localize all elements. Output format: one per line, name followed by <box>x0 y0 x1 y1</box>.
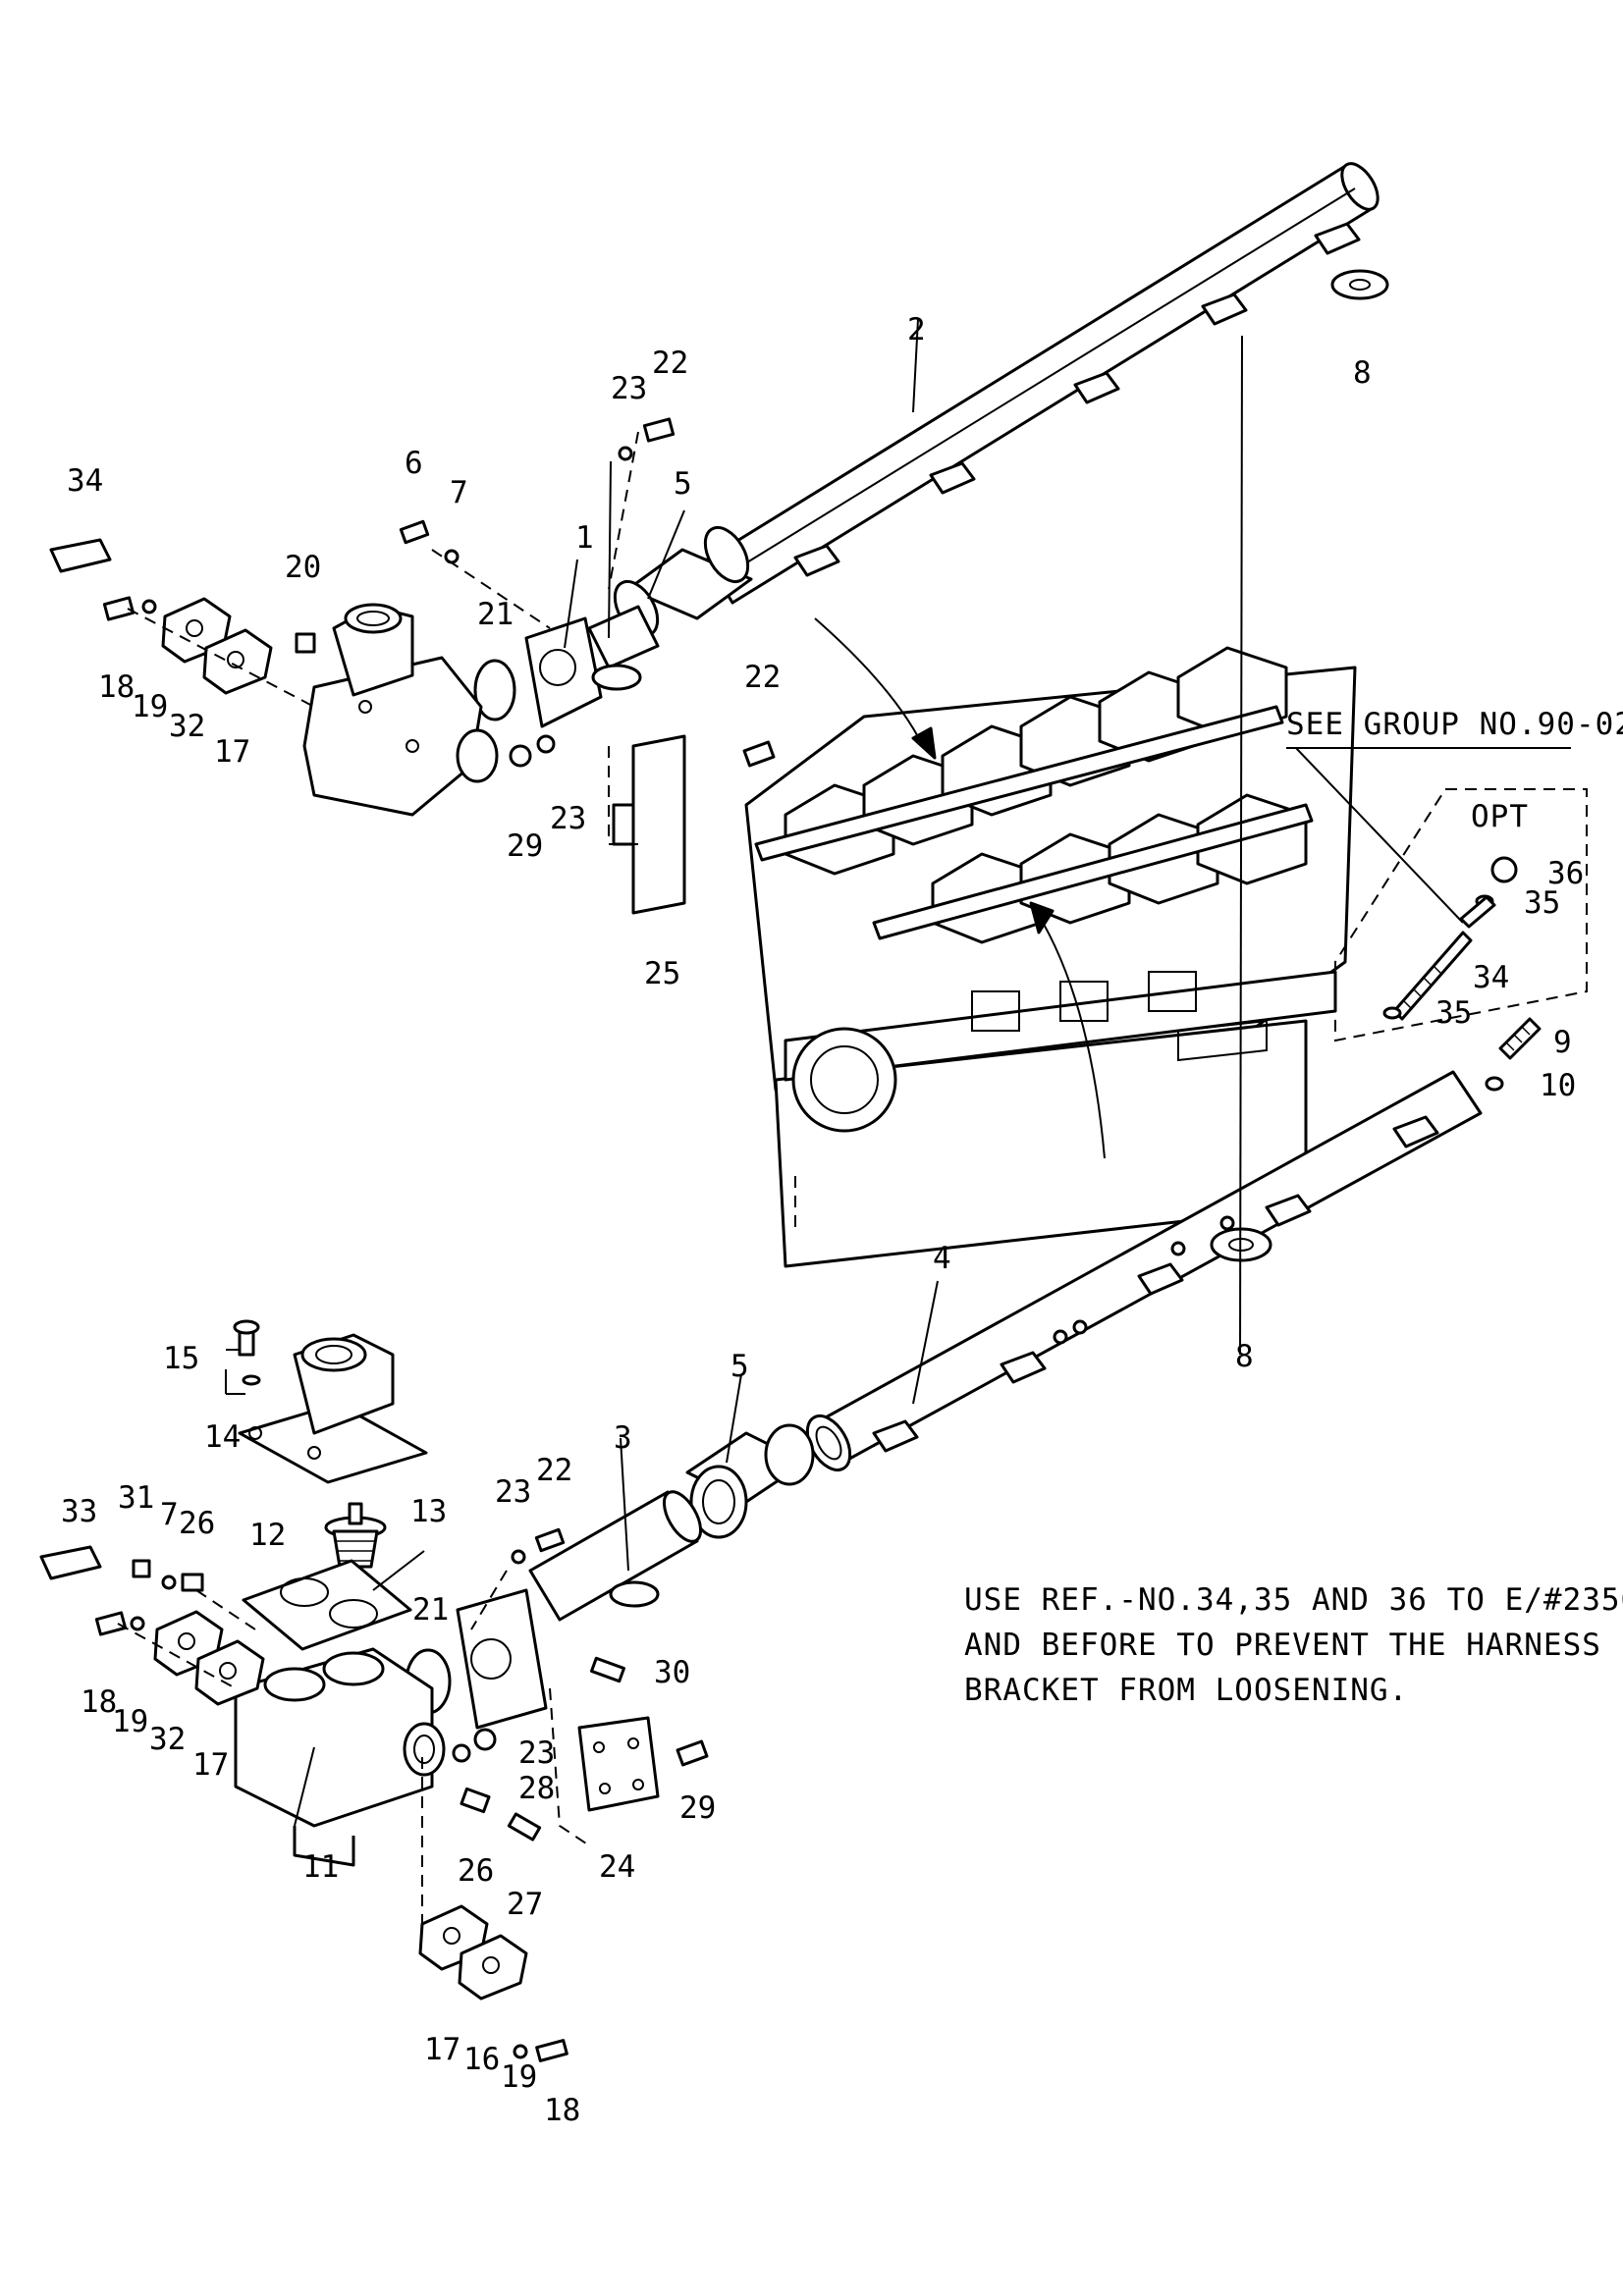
installation-arrows <box>814 617 1106 1159</box>
thermostat-housing-11 <box>234 1647 446 1867</box>
callout-13: 13 <box>410 1494 447 1529</box>
upper-thermostat-housing <box>302 603 499 817</box>
callout-23-upper: 23 <box>611 371 647 406</box>
lower-coupling <box>685 1423 815 1539</box>
note-line-3: BRACKET FROM LOOSENING. <box>964 1673 1408 1708</box>
thermostat-12 <box>324 1502 387 1569</box>
note-line-1: USE REF.-NO.34,35 AND 36 TO E/#23563 <box>964 1582 1623 1618</box>
callout-18-lower: 18 <box>81 1684 117 1720</box>
lower-small-fittings <box>39 1527 709 2062</box>
callout-12: 12 <box>249 1518 286 1553</box>
callout-24: 24 <box>599 1849 635 1885</box>
bracket-25 <box>612 734 686 915</box>
callout-22-upper: 22 <box>652 346 688 381</box>
callout-19-bottom: 19 <box>501 2059 537 2095</box>
lower-gaskets <box>153 1610 528 2001</box>
callout-34-option: 34 <box>1473 960 1509 995</box>
bolt-9-washer-10 <box>1485 1017 1542 1092</box>
callout-22-mid: 22 <box>744 660 781 695</box>
upper-small-fittings <box>49 417 776 768</box>
callout-27: 27 <box>507 1887 543 1922</box>
upper-gaskets <box>161 597 273 695</box>
lower-outlet-pipe <box>456 1490 703 1730</box>
callout-21-lower: 21 <box>412 1592 449 1628</box>
callout-2: 2 <box>907 312 926 347</box>
callout-7-lower: 7 <box>160 1497 179 1532</box>
callout-16: 16 <box>463 2042 500 2077</box>
callout-36: 36 <box>1547 856 1584 891</box>
callout-29-upper: 29 <box>507 828 543 864</box>
callout-20: 20 <box>285 550 321 585</box>
see-group-callout <box>1286 747 1588 1042</box>
callout-17-lower: 17 <box>192 1747 229 1783</box>
callout-31: 31 <box>118 1480 154 1516</box>
callout-4: 4 <box>933 1241 951 1276</box>
callout-1: 1 <box>575 520 594 556</box>
lower-assembly-lines <box>117 1570 590 1924</box>
callout-7-upper: 7 <box>450 475 468 510</box>
bolt-15 <box>233 1319 261 1386</box>
callout-33: 33 <box>61 1494 97 1529</box>
callout-22-lower: 22 <box>536 1453 572 1488</box>
callout-5-lower: 5 <box>730 1349 749 1384</box>
callout-35-lower: 35 <box>1435 995 1472 1031</box>
callout-5-upper: 5 <box>674 466 692 502</box>
callout-32-upper: 32 <box>169 709 205 744</box>
callout-21-upper: 21 <box>477 597 514 632</box>
callout-26-upper: 26 <box>179 1506 215 1541</box>
callout-11: 11 <box>302 1849 339 1885</box>
callout-30: 30 <box>654 1655 690 1690</box>
option-harness-bracket-parts <box>1382 856 1518 1021</box>
callout-10: 10 <box>1540 1068 1576 1103</box>
callout-6: 6 <box>405 446 423 481</box>
note-block: USE REF.-NO.34,35 AND 36 TO E/#23563 AND… <box>964 1582 1623 1708</box>
callout-32-lower: 32 <box>149 1722 186 1757</box>
upper-coupling <box>613 526 753 637</box>
callout-8-lower: 8 <box>1235 1339 1254 1374</box>
opt-label: OPT <box>1471 799 1529 834</box>
callout-23-mid: 23 <box>550 801 586 836</box>
see-group-label: SEE GROUP NO.90-02 <box>1286 707 1623 742</box>
callout-15: 15 <box>163 1341 199 1376</box>
callout-25: 25 <box>644 956 680 991</box>
callout-29-lower: 29 <box>679 1790 716 1826</box>
leader-lines <box>225 318 1243 1827</box>
callout-28: 28 <box>518 1771 555 1806</box>
thermostat-cover-14 <box>238 1333 428 1484</box>
note-line-2: AND BEFORE TO PREVENT THE HARNESS <box>964 1628 1601 1663</box>
callout-17-bottom: 17 <box>424 2032 460 2067</box>
gasket-13 <box>242 1559 412 1651</box>
callout-8-upper: 8 <box>1353 355 1372 391</box>
callout-9: 9 <box>1553 1025 1572 1060</box>
callout-23-bottom: 23 <box>518 1735 555 1771</box>
o-ring-upper <box>473 659 516 721</box>
callout-23-lower: 23 <box>495 1474 531 1510</box>
callout-17-upper: 17 <box>214 734 250 770</box>
callout-14: 14 <box>204 1419 241 1455</box>
callout-18-upper: 18 <box>98 669 135 705</box>
engine-block <box>744 646 1357 1268</box>
bracket-24 <box>577 1716 660 1812</box>
callout-19-upper: 19 <box>132 689 168 724</box>
callout-26-lower: 26 <box>458 1853 494 1889</box>
callout-19-lower: 19 <box>112 1704 148 1739</box>
callout-3: 3 <box>614 1420 632 1456</box>
callout-34-upper: 34 <box>67 463 103 499</box>
callout-numbers: 1 2 3 4 5 5 6 7 7 8 8 9 10 11 12 13 14 1… <box>61 312 1584 2128</box>
upper-assembly-lines <box>127 431 639 845</box>
upper-outlet-flange <box>524 605 660 728</box>
callout-18-bottom: 18 <box>544 2093 580 2128</box>
upper-water-manifold <box>705 162 1389 605</box>
callout-35-upper: 35 <box>1524 885 1560 921</box>
